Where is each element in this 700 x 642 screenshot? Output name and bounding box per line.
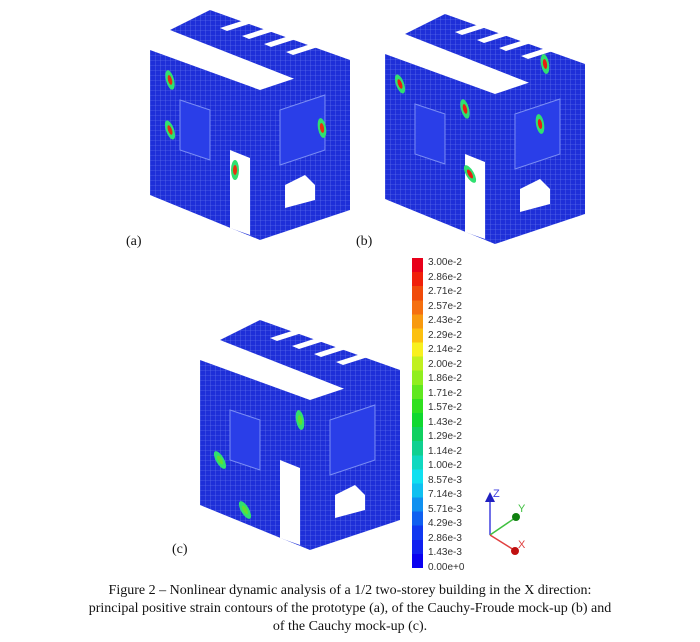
strain-hotspot bbox=[466, 169, 474, 179]
colorbar-tick-label: 2.71e-2 bbox=[428, 286, 462, 298]
colorbar-tick-label: 1.29e-2 bbox=[428, 431, 462, 443]
roof-opening bbox=[270, 330, 302, 341]
panel-label-c: (c) bbox=[172, 542, 188, 557]
axis-z-label: Z bbox=[493, 488, 500, 500]
colorbar-tick-label: 8.57e-3 bbox=[428, 474, 462, 486]
strain-hotspot bbox=[241, 505, 249, 515]
colorbar-tick-label: 1.43e-3 bbox=[428, 547, 462, 559]
building-model-c bbox=[200, 320, 400, 550]
roof-opening bbox=[292, 338, 324, 349]
colorbar-tick-label: 2.00e-2 bbox=[428, 358, 462, 370]
colorbar-tick-label: 1.57e-2 bbox=[428, 402, 462, 414]
strain-hotspot bbox=[297, 415, 303, 425]
strain-hotspot bbox=[397, 79, 403, 89]
strain-hotspot bbox=[216, 455, 224, 465]
caption-line-3: of the Cauchy mock-up (c). bbox=[272, 619, 428, 634]
colorbar-tick-label: 4.29e-3 bbox=[428, 518, 462, 530]
colorbar bbox=[412, 258, 423, 568]
building-model-a bbox=[150, 10, 350, 240]
colorbar-tick-label: 2.57e-2 bbox=[428, 300, 462, 312]
figure-caption: Figure 2 – Nonlinear dynamic analysis of… bbox=[20, 582, 680, 636]
roof-opening bbox=[455, 24, 487, 35]
colorbar-tick-label: 2.14e-2 bbox=[428, 344, 462, 356]
colorbar-tick-label: 1.14e-2 bbox=[428, 445, 462, 457]
colorbar-tick-label: 2.43e-2 bbox=[428, 315, 462, 327]
wall-opening bbox=[414, 103, 446, 165]
strain-hotspot bbox=[537, 119, 543, 129]
strain-hotspot bbox=[462, 104, 468, 114]
wall-opening bbox=[179, 99, 211, 161]
building-roof bbox=[170, 10, 350, 85]
wall-opening bbox=[279, 94, 326, 166]
colorbar-tick-label: 7.14e-3 bbox=[428, 489, 462, 501]
axis-y-label: Y bbox=[518, 503, 526, 515]
caption-line-1: Figure 2 – Nonlinear dynamic analysis of… bbox=[108, 583, 592, 598]
panel-label-a: (a) bbox=[126, 234, 142, 249]
colorbar-tick-label: 5.71e-3 bbox=[428, 503, 462, 515]
wall-opening bbox=[229, 409, 261, 471]
roof-opening bbox=[264, 36, 296, 47]
window-opening bbox=[285, 175, 315, 208]
wall-opening bbox=[329, 404, 376, 476]
colorbar-tick-label: 2.86e-3 bbox=[428, 532, 462, 544]
colorbar-tick-label: 3.00e-2 bbox=[428, 257, 462, 268]
roof-opening bbox=[314, 346, 346, 357]
strain-hotspot bbox=[319, 123, 325, 133]
panel-label-b: (b) bbox=[356, 234, 373, 249]
roof-opening bbox=[336, 354, 368, 365]
roof-opening bbox=[220, 20, 252, 31]
building-roof bbox=[405, 14, 585, 89]
roof-opening bbox=[499, 40, 531, 51]
building-roof bbox=[220, 320, 400, 395]
colorbar-tick-label: 1.00e-2 bbox=[428, 460, 462, 472]
window-opening bbox=[520, 179, 550, 212]
colorbar-tick-label: 2.86e-2 bbox=[428, 271, 462, 283]
colorbar-tick-label: 1.86e-2 bbox=[428, 373, 462, 385]
colorbar-tick-label: 1.43e-2 bbox=[428, 416, 462, 428]
axes-triad: Z Y X bbox=[485, 488, 526, 555]
roof-opening bbox=[286, 44, 318, 55]
building-model-b bbox=[385, 14, 585, 244]
window-opening bbox=[335, 485, 365, 518]
strain-hotspot bbox=[167, 125, 173, 135]
roof-opening bbox=[477, 32, 509, 43]
colorbar-tick-label: 1.71e-2 bbox=[428, 387, 462, 399]
roof-opening bbox=[242, 28, 274, 39]
wall-opening bbox=[514, 98, 561, 170]
axis-x-label: X bbox=[518, 539, 526, 551]
roof-opening bbox=[521, 48, 553, 59]
strain-hotspot bbox=[542, 59, 548, 69]
door-opening bbox=[280, 460, 300, 545]
colorbar-tick-label: 0.00e+0 bbox=[428, 562, 465, 573]
strain-hotspot bbox=[233, 165, 237, 175]
caption-line-2: principal positive strain contours of th… bbox=[88, 601, 612, 616]
building-models: Z Y X bbox=[150, 10, 585, 555]
strain-hotspot bbox=[167, 75, 173, 85]
colorbar-tick-label: 2.29e-2 bbox=[428, 329, 462, 341]
